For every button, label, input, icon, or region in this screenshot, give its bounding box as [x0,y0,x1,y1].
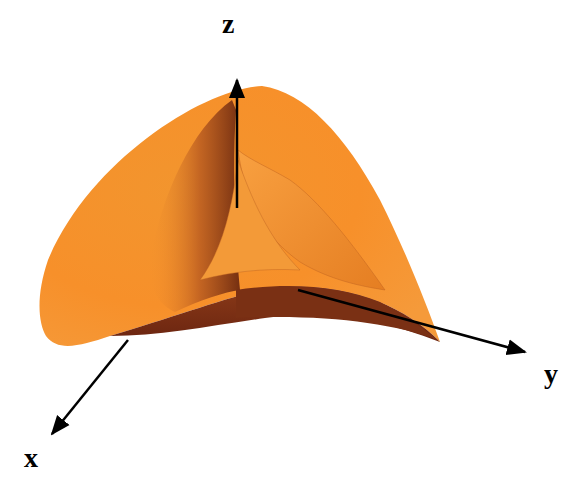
surface-fold [200,160,300,280]
surface-shade [150,100,240,312]
surface-sheet [40,86,441,346]
surface-underside [236,286,438,340]
axis-label: z [222,10,234,38]
x-axis [52,340,128,434]
axis-label: x [24,444,38,472]
y-axis [298,290,525,352]
axis-label: y [544,360,558,388]
z-axis [236,80,239,208]
